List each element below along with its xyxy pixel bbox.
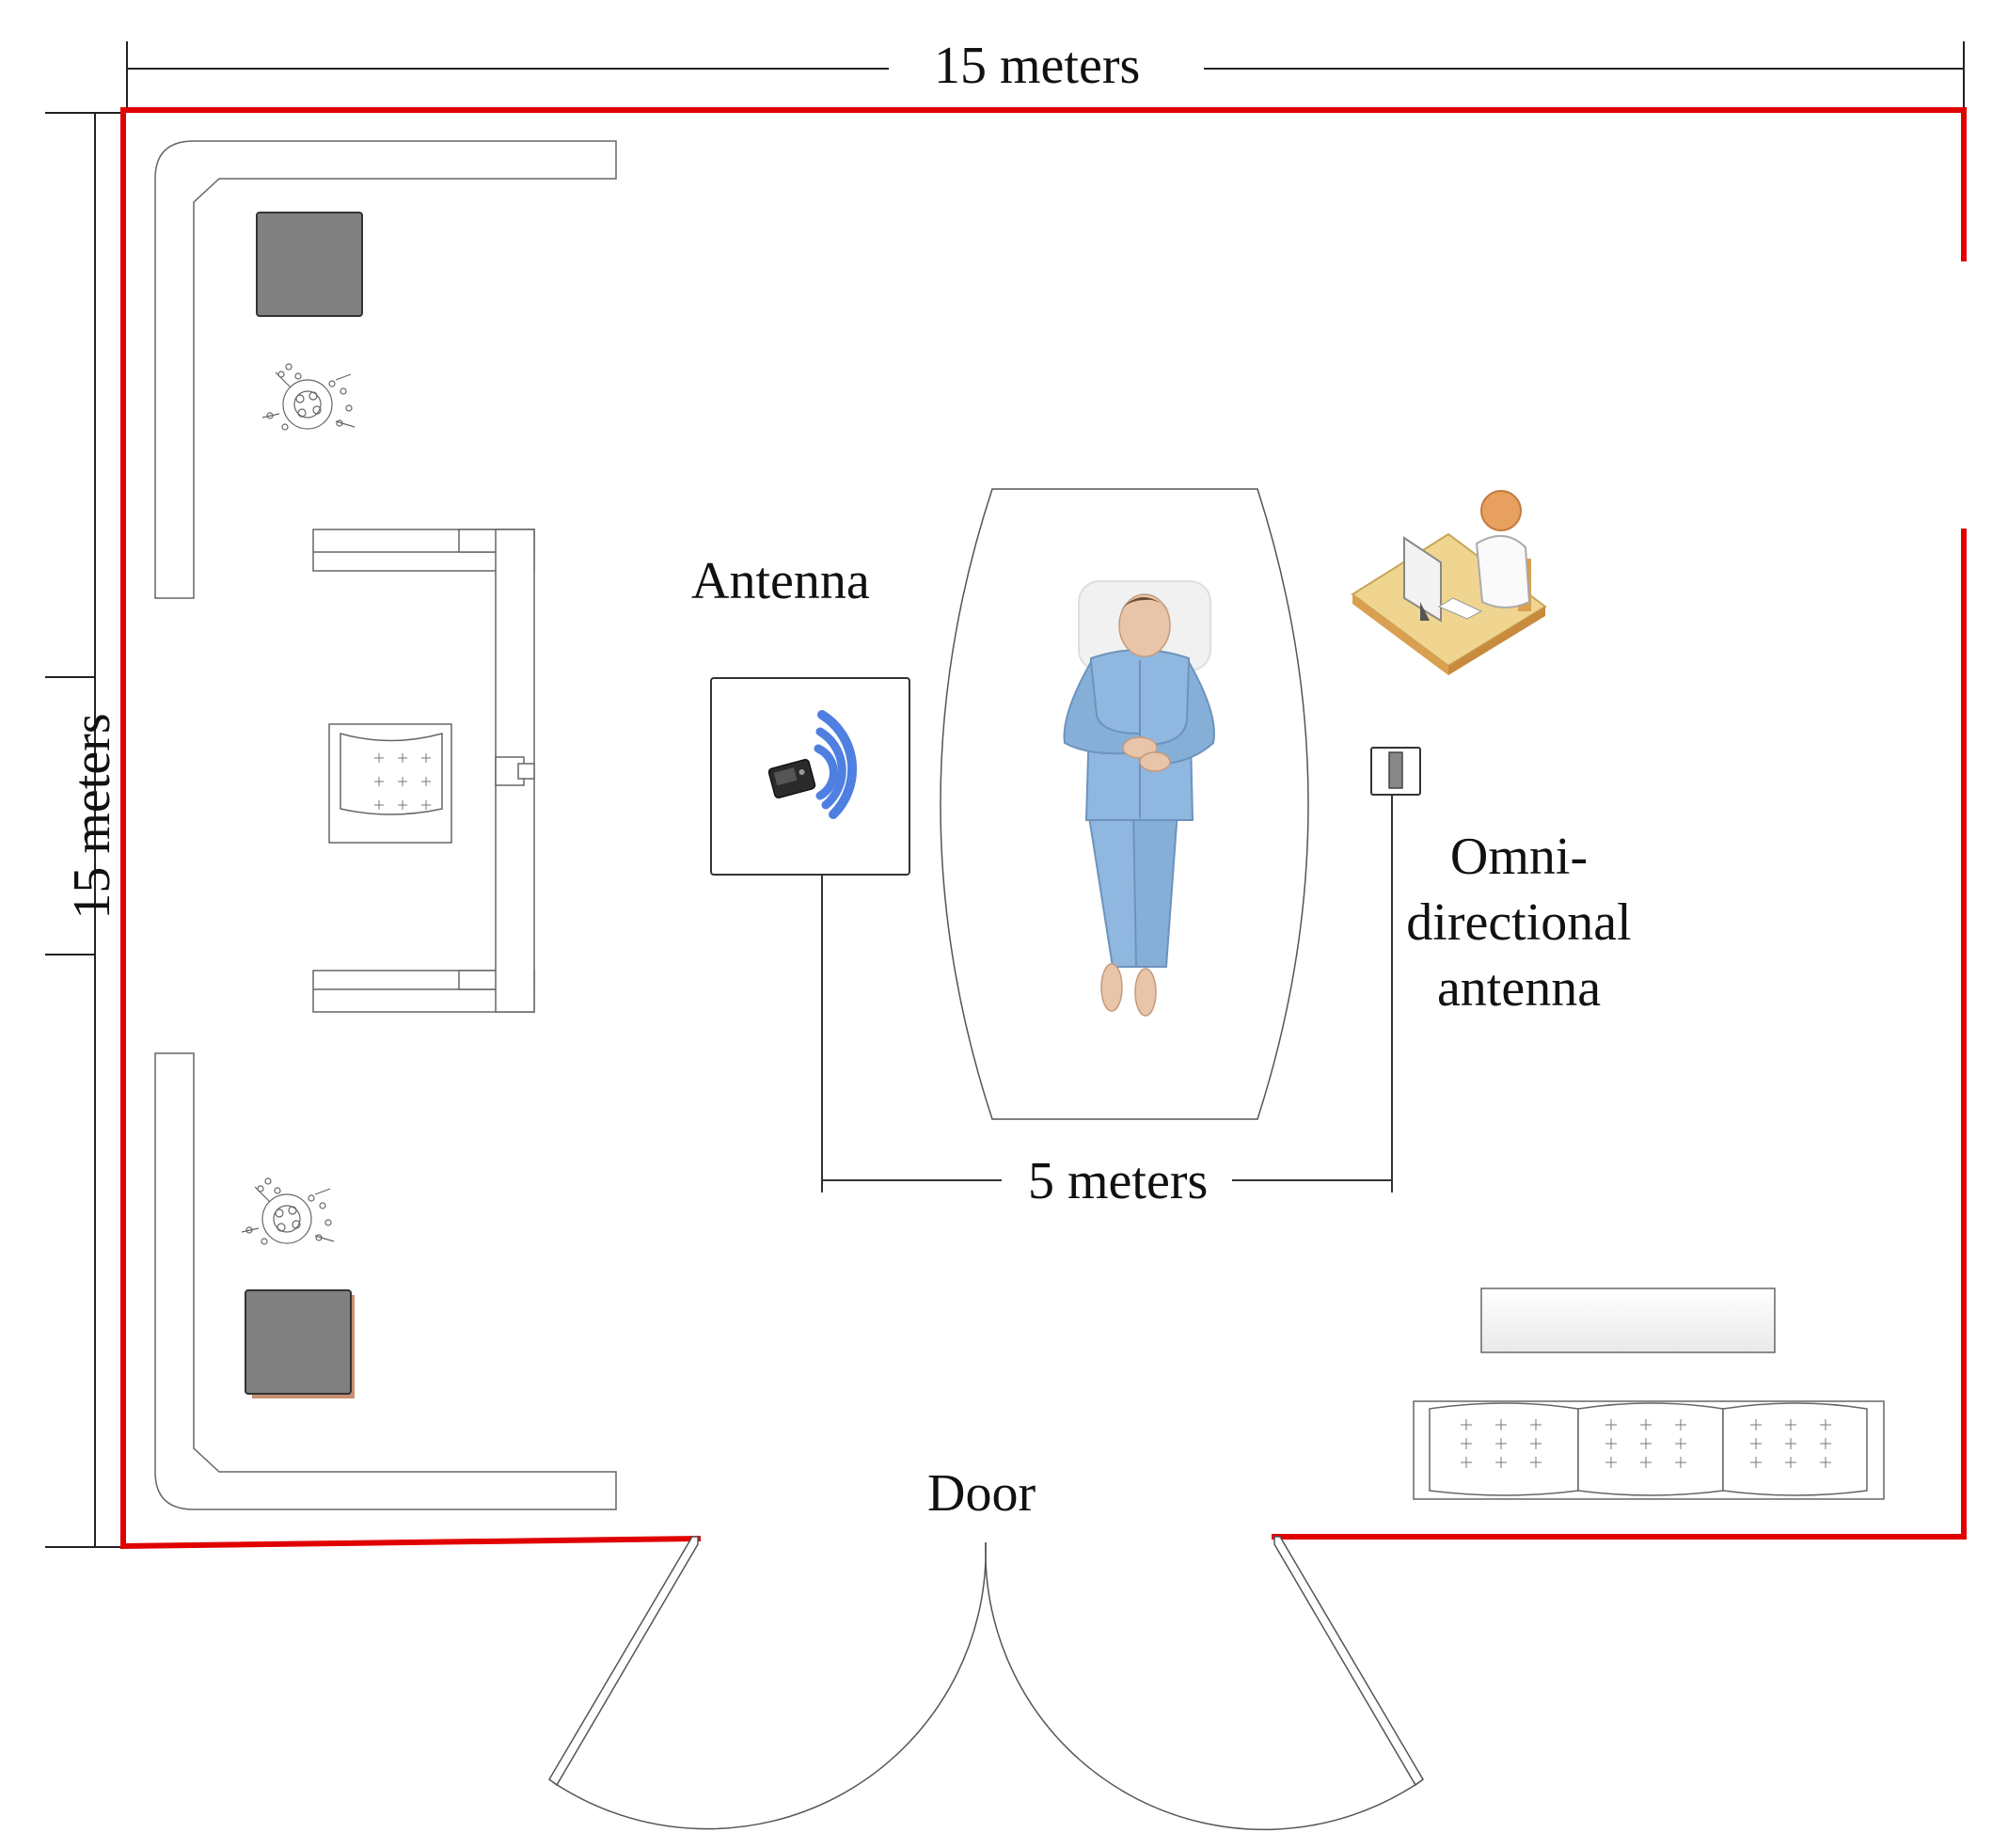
tv-cabinet (1480, 1287, 1776, 1353)
side-table-top (256, 212, 363, 317)
door-label: Door (927, 1464, 1036, 1523)
armchair (328, 723, 452, 844)
left-dimension-line (45, 112, 124, 1548)
antenna-device (710, 677, 910, 1180)
omni-antenna-label-line3: antenna (1436, 959, 1602, 1018)
omni-antenna-label-line2: directional (1406, 893, 1632, 952)
antenna-device-icon (767, 759, 816, 798)
omni-antenna-icon (1370, 747, 1421, 796)
top-dimension-label: 15 meters (934, 37, 1141, 95)
bench-assembly (312, 529, 535, 1013)
potted-plant-icon (261, 363, 356, 431)
antenna-label: Antenna (691, 552, 870, 610)
operator-desk-icon (1351, 490, 1547, 675)
omni-antenna-label: Omni- directional antenna (1383, 824, 1655, 1021)
side-table-bottom (245, 1289, 355, 1398)
antenna-spacing-label: 5 meters (1028, 1152, 1209, 1210)
sleeping-patient-figure (1063, 580, 1215, 1017)
left-counter-bottom (154, 1052, 617, 1510)
room-walls (120, 107, 1967, 1550)
left-counter-top (154, 140, 617, 599)
antenna-spacing-line (821, 781, 1393, 1193)
top-dimension-line (126, 41, 1965, 111)
wifi-signal-icon (814, 710, 858, 819)
omni-antenna-label-line1: Omni- (1449, 828, 1589, 886)
left-dimension-label: 15 meters (63, 713, 121, 920)
door-swing (548, 1536, 1424, 1831)
sofa (1413, 1400, 1885, 1500)
potted-plant-icon (241, 1177, 335, 1245)
